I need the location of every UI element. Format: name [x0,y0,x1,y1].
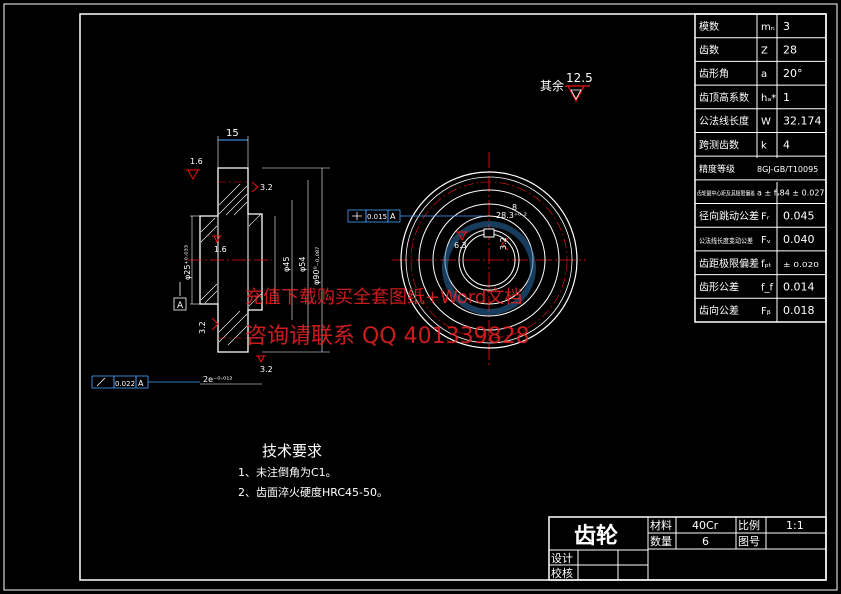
parameter-table: 模数 mₙ 3 齿数 Z 28 齿形角 a 20° 齿顶高系数 hₐ* 1 公法线长度 W 32.174 跨测… [694,13,827,323]
drawing-no-label: 图号 [738,535,760,548]
param-symbol: hₐ* [761,93,776,104]
dia-54: φ54 [298,257,307,272]
param-value: 20° [783,67,803,80]
checker-label: 校核 [551,566,573,580]
runout-tol: 0.022 [115,380,135,388]
param-symbol: f_f [761,282,774,293]
param-name: 跨测齿数 [699,138,739,151]
qty-value: 6 [702,535,709,548]
param-symbol: Z [761,46,768,57]
ra-5: 3.2 [260,365,273,374]
keyway-dim: 28.3⁺⁰·² [496,211,527,220]
param-value: 0.045 [783,209,815,222]
requirement-2: 2、齿面淬火硬度HRC45-50。 [238,485,388,499]
side-ra-2: 3.2 [499,237,508,250]
param-symbol: k [761,140,767,151]
param-name: 齿形角 [699,68,729,80]
runout-datum: A [138,379,144,388]
roughness-label: 其余 [540,78,564,93]
qty-label: 数量 [650,535,672,548]
param-name: 模数 [699,20,719,33]
param-value: 4 [783,138,790,151]
side-view: 28.3⁺⁰·² 8 0.015 A 6.3 3.2 [347,152,586,366]
param-name: 精度等级 [699,163,735,175]
param-value: 3 [783,20,790,33]
material-value: 40Cr [692,519,719,532]
param-symbol: mₙ [761,22,775,33]
watermark-line2: 咨询请联系 QQ 401339828 [245,324,530,349]
width-dim: 15 [226,128,239,139]
watermark-line1: 充值下载购买全套图纸+Word文档 [245,287,522,308]
scale-label: 比例 [738,518,760,532]
keyway-width: 8 [512,203,517,212]
general-roughness: 其余 12.5 [540,71,593,103]
param-name: 公法线长度变动公差 [699,236,753,245]
roughness-value: 12.5 [566,71,593,85]
param-value: 8GJ-GB/T10095 [757,165,818,174]
requirements-title: 技术要求 [262,442,322,460]
param-symbol: Fᵥ [761,235,771,246]
param-symbol: Fᵣ [761,211,770,222]
dia-bore: φ25⁺⁰·⁰³³ [183,245,192,280]
ra-4: 3.2 [198,321,207,334]
position-datum: A [390,212,396,221]
requirement-1: 1、未注倒角为C1。 [238,465,337,479]
param-value: ± 0.020 [783,261,819,269]
param-symbol: a [761,69,767,80]
param-symbol: W [761,117,771,128]
param-value: 28 [783,44,797,57]
scale-value: 1:1 [786,519,804,532]
dia-45: φ45 [282,257,291,272]
param-name: 齿数 [699,44,719,57]
front-view: 15 φ25⁺⁰·⁰³³ φ45 φ54 φ90⁰₋₀.₀₈₇ 1.6 3.2 … [91,128,330,389]
datum-letter: A [177,301,184,311]
technical-requirements: 技术要求 1、未注倒角为C1。 2、齿面淬火硬度HRC45-50。 [238,442,388,499]
param-name: 径向跳动公差 [699,209,759,222]
ra-2: 3.2 [260,183,273,192]
ra-3: 1.6 [214,245,227,254]
outer-frame [3,3,838,591]
param-value: a ± fₐ84 ± 0.027 [757,189,825,198]
position-tol: 0.015 [367,213,387,221]
param-value: 32.174 [783,115,822,128]
side-ra-1: 6.3 [454,241,467,250]
param-value: 1 [783,91,790,104]
param-symbol: fₚₜ [761,259,772,270]
param-name: 齿距极限偏差 [699,257,759,270]
param-symbol: Fᵦ [761,306,771,317]
title-block: 齿轮 材料 40Cr 比例 1:1 数量 6 图号 设计 校核 [548,516,827,581]
param-value: 0.014 [783,280,815,293]
param-name: 齿向公差 [699,304,739,317]
bottom-dim: 2e⁻⁰·⁰¹² [203,375,233,384]
param-name: 齿轮副中心距及其极限偏差 [697,190,755,198]
dia-90: φ90⁰₋₀.₀₈₇ [312,247,321,285]
param-name: 齿形公差 [699,280,739,293]
part-name: 齿轮 [574,523,618,549]
designer-label: 设计 [551,552,573,565]
param-name: 齿顶高系数 [699,91,749,104]
param-value: 0.018 [783,304,815,317]
material-label: 材料 [650,518,672,532]
param-value: 0.040 [783,233,815,246]
param-name: 公法线长度 [699,115,749,128]
ra-1: 1.6 [190,157,203,166]
